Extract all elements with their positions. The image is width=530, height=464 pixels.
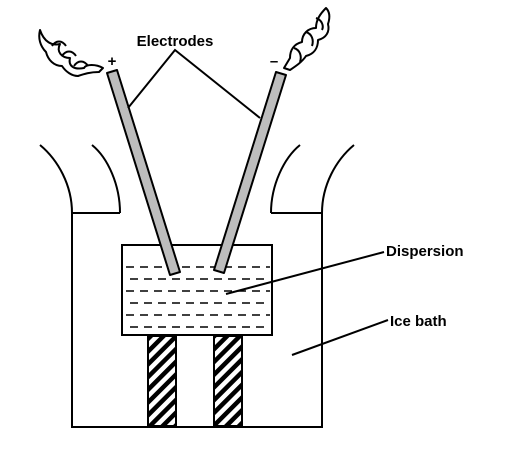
dispersion-beaker (121, 244, 273, 336)
positive-electrode (106, 69, 181, 276)
positive-terminal-label: + (108, 53, 117, 70)
ice-bath-label: Ice bath (390, 313, 447, 330)
negative-electrode (213, 71, 287, 274)
positive-wire (38, 29, 104, 77)
dispersion-label: Dispersion (386, 243, 464, 260)
ice-bath-vessel (71, 212, 323, 428)
support-block-left (147, 335, 177, 427)
negative-wire (283, 7, 331, 71)
negative-terminal-label: – (270, 53, 278, 70)
electrodes-label: Electrodes (137, 33, 214, 50)
vessel-rim-curves (39, 144, 355, 214)
support-block-right (213, 335, 243, 427)
dispersion-liquid (126, 266, 270, 328)
leader-lines (127, 48, 389, 356)
